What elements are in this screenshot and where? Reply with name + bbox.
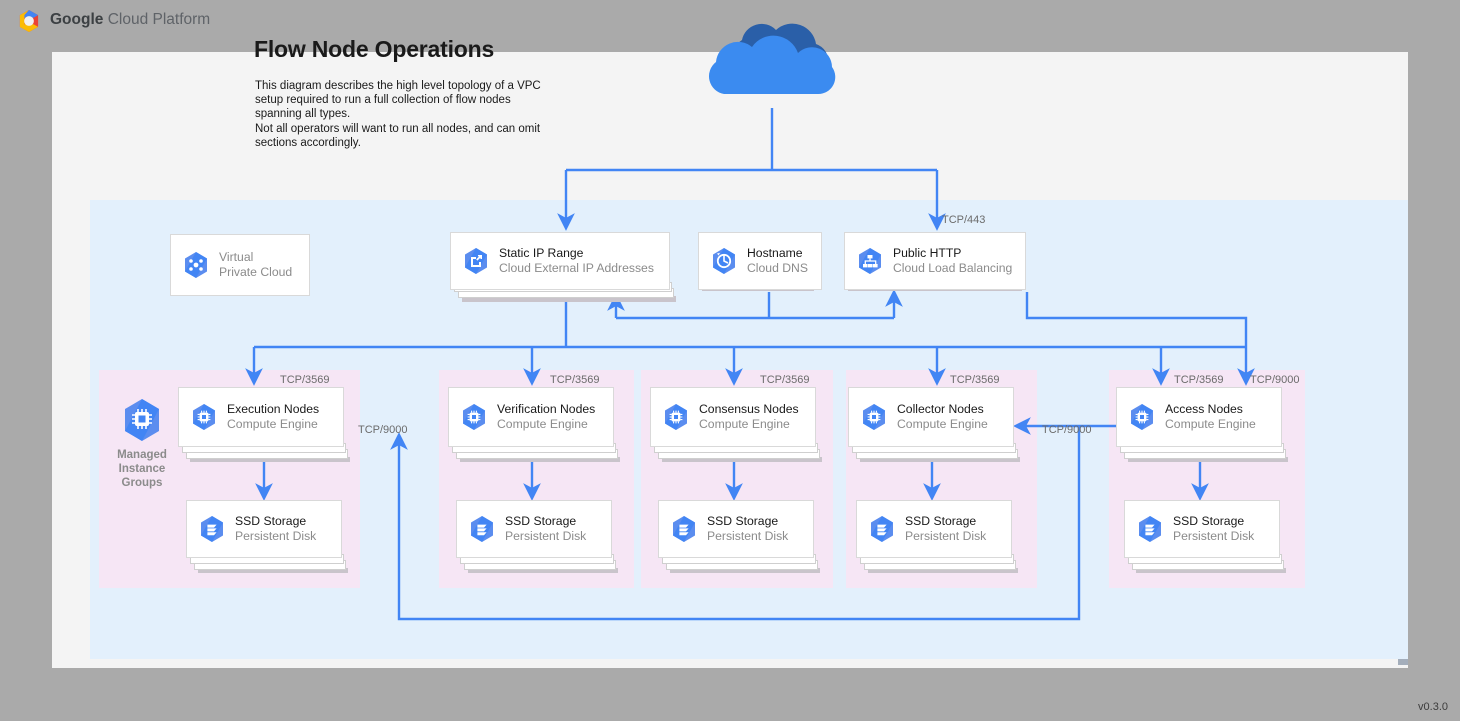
port-label-verification-in: TCP/3569	[550, 374, 600, 386]
gcp-brand-rest: Cloud Platform	[103, 11, 211, 28]
execution-storage-stack-shadow	[198, 568, 348, 573]
compute-engine-icon	[463, 404, 485, 430]
node-execution-nodes[interactable]: Execution Nodes Compute Engine	[178, 387, 344, 447]
port-label-collector-in: TCP/3569	[950, 374, 1000, 386]
node-subtitle: Persistent Disk	[707, 529, 789, 543]
node-title: Execution Nodes	[227, 402, 320, 417]
collector-stack-shadow	[860, 457, 1020, 462]
node-title: SSD Storage	[1173, 514, 1245, 529]
node-consensus-nodes[interactable]: Consensus Nodes Compute Engine	[650, 387, 816, 447]
gcp-header-bar: Google Cloud Platform	[0, 0, 1460, 52]
node-static-ip-range[interactable]: Static IP Range Cloud External IP Addres…	[450, 232, 670, 290]
node-public-http[interactable]: Public HTTP Cloud Load Balancing	[844, 232, 1026, 290]
node-verification-ssd-storage[interactable]: SSD Storage Persistent Disk	[456, 500, 612, 558]
node-subtitle: Private Cloud	[219, 265, 293, 279]
static-ip-stack-shadow-2	[462, 296, 676, 302]
verification-storage-stack-shadow	[468, 568, 618, 573]
port-label-access-in-9000: TCP/9000	[1250, 374, 1300, 386]
version-label: v0.3.0	[1418, 701, 1448, 713]
page-title: Flow Node Operations	[254, 36, 495, 62]
collector-storage-stack-shadow	[868, 568, 1018, 573]
node-subtitle: Compute Engine	[497, 417, 588, 431]
node-title: Hostname	[747, 246, 803, 261]
node-title: Static IP Range	[499, 246, 584, 261]
node-subtitle: Persistent Disk	[235, 529, 317, 543]
node-subtitle: Cloud Load Balancing	[893, 261, 1013, 275]
compute-engine-icon	[665, 404, 687, 430]
gcp-brand-bold: Google	[50, 11, 104, 28]
consensus-stack-shadow	[662, 457, 822, 462]
port-label-access-to-execution: TCP/9000	[358, 424, 408, 436]
node-subtitle: Persistent Disk	[1173, 529, 1255, 543]
cloud-dns-icon	[713, 248, 735, 274]
compute-engine-icon	[1131, 404, 1153, 430]
persistent-disk-icon	[871, 516, 893, 542]
node-subtitle: Cloud DNS	[747, 261, 808, 275]
port-label-tcp-443: TCP/443	[942, 214, 986, 226]
managed-instance-groups-label: Managed Instance Groups	[117, 449, 167, 489]
node-virtual-private-cloud[interactable]: Virtual Private Cloud	[170, 234, 310, 296]
node-subtitle: Compute Engine	[227, 417, 318, 431]
gcp-brand-title: Google Cloud Platform	[50, 11, 210, 29]
node-title: SSD Storage	[235, 514, 307, 529]
node-collector-ssd-storage[interactable]: SSD Storage Persistent Disk	[856, 500, 1012, 558]
node-subtitle: Persistent Disk	[505, 529, 587, 543]
node-title: Access Nodes	[1165, 402, 1243, 417]
node-subtitle: Compute Engine	[1165, 417, 1256, 431]
node-access-nodes[interactable]: Access Nodes Compute Engine	[1116, 387, 1282, 447]
compute-engine-icon	[863, 404, 885, 430]
port-label-consensus-in: TCP/3569	[760, 374, 810, 386]
load-balancing-icon	[859, 248, 881, 274]
access-storage-stack-shadow	[1136, 568, 1286, 573]
node-title: SSD Storage	[905, 514, 977, 529]
external-ip-icon	[465, 248, 487, 274]
persistent-disk-icon	[471, 516, 493, 542]
node-title: SSD Storage	[505, 514, 577, 529]
node-collector-nodes[interactable]: Collector Nodes Compute Engine	[848, 387, 1014, 447]
persistent-disk-icon	[673, 516, 695, 542]
node-verification-nodes[interactable]: Verification Nodes Compute Engine	[448, 387, 614, 447]
node-subtitle: Persistent Disk	[905, 529, 987, 543]
page-description: This diagram describes the high level to…	[255, 80, 541, 149]
port-label-access-to-collector: TCP/9000	[1042, 424, 1092, 436]
port-label-execution-in: TCP/3569	[280, 374, 330, 386]
consensus-storage-stack-shadow	[670, 568, 820, 573]
gcp-hexagon-logo-icon	[19, 9, 39, 33]
node-subtitle: Cloud External IP Addresses	[499, 261, 654, 275]
node-title: Virtual	[219, 250, 254, 265]
verification-stack-shadow	[460, 457, 620, 462]
access-stack-shadow	[1128, 457, 1288, 462]
port-label-access-in: TCP/3569	[1174, 374, 1224, 386]
cloud-icon	[708, 23, 836, 95]
node-access-ssd-storage[interactable]: SSD Storage Persistent Disk	[1124, 500, 1280, 558]
node-hostname[interactable]: Hostname Cloud DNS	[698, 232, 822, 290]
node-title: Consensus Nodes	[699, 402, 799, 417]
node-title: Collector Nodes	[897, 402, 984, 417]
compute-engine-icon	[193, 404, 215, 430]
execution-stack-shadow	[190, 457, 350, 462]
persistent-disk-icon	[1139, 516, 1161, 542]
persistent-disk-icon	[201, 516, 223, 542]
node-title: Verification Nodes	[497, 402, 596, 417]
node-consensus-ssd-storage[interactable]: SSD Storage Persistent Disk	[658, 500, 814, 558]
node-execution-ssd-storage[interactable]: SSD Storage Persistent Disk	[186, 500, 342, 558]
managed-instance-groups-icon	[125, 399, 159, 441]
node-title: SSD Storage	[707, 514, 779, 529]
node-subtitle: Compute Engine	[897, 417, 988, 431]
node-title: Public HTTP	[893, 246, 962, 261]
vpc-icon	[185, 252, 207, 278]
node-subtitle: Compute Engine	[699, 417, 790, 431]
